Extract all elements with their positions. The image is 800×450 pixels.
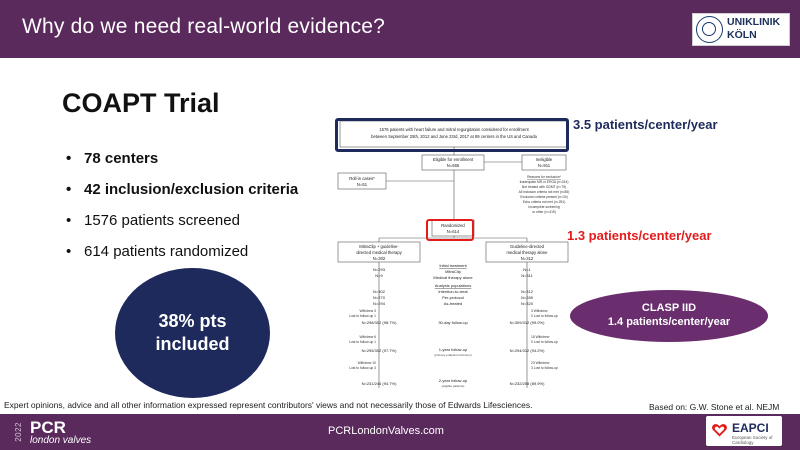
pop-c: As-treated [444,301,462,306]
bullet-criteria: 42 inclusion/exclusion criteria [62,181,298,212]
screening-rate: 3.5 patients/center/year [573,117,718,132]
eapci-subtext: European Society of Cardiology [732,435,773,445]
right-pop-at: N=320 [521,301,534,306]
eapci-text: EAPCI [732,421,769,435]
footer-year: 2022 [14,422,23,442]
left-pop-at: N=294 [373,301,386,306]
top-box-line2: between September 25th, 2012 and June 23… [371,134,537,139]
disclaimer: Expert opinions, advice and all other in… [4,400,533,410]
right-n2: N=311 [521,273,533,278]
left-fu2y: N=231/244 (94.7%) [362,381,397,386]
reason-5: Echo criteria not met (n=251) [523,200,566,204]
bullet-randomized: 614 patients randomized [62,243,298,274]
clasp-rate: 1.4 patients/center/year [607,316,731,328]
bullet-screened: 1576 patients screened [62,212,298,243]
randomized-label: Randomized [441,223,465,228]
heart-icon [712,424,727,437]
right-w1-b: 0 Lost to follow-up [531,314,558,318]
left-w3-b: Lost to follow-up 3 [349,366,376,370]
arm-left-line2: directed medical therapy [356,250,403,255]
rollin-n: N=51 [357,182,368,187]
eligible-n: N=665 [447,163,460,168]
right-w3-a: 23 Withdrew [531,361,550,365]
slide-title: Why do we need real-world evidence? [22,15,386,38]
eapci-logo: EAPCI European Society of Cardiology [706,416,782,446]
right-fu30: N=309/312 (99.0%) [510,320,545,325]
left-w2-a: Withdrew 6 [360,335,377,339]
mid-fu1y-sub: (primary endpoint minimum) [434,353,471,357]
left-w3-a: Withdrew 10 [358,361,376,365]
consort-flow-diagram: 1576 patients with heart failure and mit… [336,118,572,390]
ineligible-n: N=911 [538,163,551,168]
logo-line2: KÖLN [727,29,757,41]
criteria-list: 78 centers 42 inclusion/exclusion criter… [62,150,298,274]
top-box-line1: 1576 patients with heart failure and mit… [379,127,529,132]
left-pop-pp: N=270 [373,295,386,300]
ineligible-label: Ineligible [536,157,553,162]
reason-1: Inadequate MR or EROA (n=244) [520,180,569,184]
arm-right-line1: Guideline-directed [510,244,545,249]
logo-line1: UNIKLINIK [727,16,781,28]
right-pop-itt: N=312 [521,289,534,294]
mid-fu1y: 1-year follow-up [439,347,468,352]
eligible-label: Eligible for enrollment [433,157,474,162]
logo-text: UNIKLINIK KÖLN [727,16,780,42]
screened-highlight [335,118,569,152]
reason-6: Incomplete screening [528,205,560,209]
arm-right-n: N=312 [521,256,534,261]
right-w3-b: 3 Lost to follow-up [531,366,558,370]
left-n1: N=293 [373,267,386,272]
reasons-title: Reasons for exclusion* [527,175,561,179]
mid-fu2y-sub: (eligible patients) [442,384,465,388]
university-seal-icon [696,16,723,43]
pcr-brand: PCR [30,418,66,437]
arm-right-line2: medical therapy alone [507,250,549,255]
right-w2-b: 0 Lost to follow-up [531,340,558,344]
trial-title: COAPT Trial [62,88,220,118]
bullet-centers: 78 centers [62,150,298,181]
header-bar: Why do we need real-world evidence? UNIK… [0,0,800,58]
left-w1-a: Withdrew 3 [360,309,377,313]
init-title: Initial treatment [439,263,467,268]
left-fu1y: N=295/302 (97.7%) [362,348,397,353]
reason-4: Exclusion criteria present (n=34) [520,195,567,199]
reason-7: or other (n=419) [532,210,556,214]
left-n2: N=9 [375,273,383,278]
pop-title: Analysis populations [435,283,471,288]
rollin-label: Roll-in cases* [349,176,375,181]
left-w2-b: Lost to follow-up 1 [349,340,376,344]
randomized-n: N=614 [447,229,460,234]
reason-2: Not treated with GDMT (n=79) [522,185,566,189]
mid-fu30: 30-day follow-up [438,320,468,325]
arm-left-line1: MitraClip + guideline- [359,244,399,249]
right-w1-a: 3 Withdrew [531,309,548,313]
reason-3: All inclusion criteria not met (n=85) [519,190,570,194]
uniklinik-logo: UNIKLINIK KÖLN [692,13,790,46]
clasp-iid-ellipse: CLASP IID 1.4 patients/center/year [570,290,768,342]
init-b: Medical therapy alone [433,275,473,280]
right-pop-pp: N=289 [521,295,534,300]
circle-line1: 38% pts [158,311,227,331]
circle-line2: included [155,334,230,354]
footer-url[interactable]: PCRLondonValves.com [328,425,444,437]
pop-b: Per-protocol [442,295,464,300]
right-fu2y: N=232/258 (89.9%) [510,381,545,386]
left-w1-b: Lost to follow-up 1 [349,314,376,318]
randomization-rate: 1.3 patients/center/year [567,228,712,243]
pcr-subtitle: london valves [30,435,92,446]
right-fu1y: N=294/312 (94.2%) [510,348,545,353]
right-n1: N=1 [523,267,531,272]
pop-a: Intention-to-treat [438,289,468,294]
inclusion-circle: 38% pts included [115,268,270,398]
init-a: MitraClip [445,269,462,274]
mid-fu2y: 2-year follow-up [439,378,468,383]
flow-svg: 1576 patients with heart failure and mit… [337,120,570,388]
left-pop-itt: N=302 [373,289,386,294]
arm-left-n: N=302 [373,256,386,261]
clasp-title: CLASP IID [641,302,697,314]
right-w2-a: 18 Withdrew [531,335,550,339]
footer-bar: 2022 PCR london valves PCRLondonValves.c… [0,414,800,450]
left-fu30: N=298/302 (98.7%) [362,320,397,325]
randomized-highlight [426,219,474,241]
